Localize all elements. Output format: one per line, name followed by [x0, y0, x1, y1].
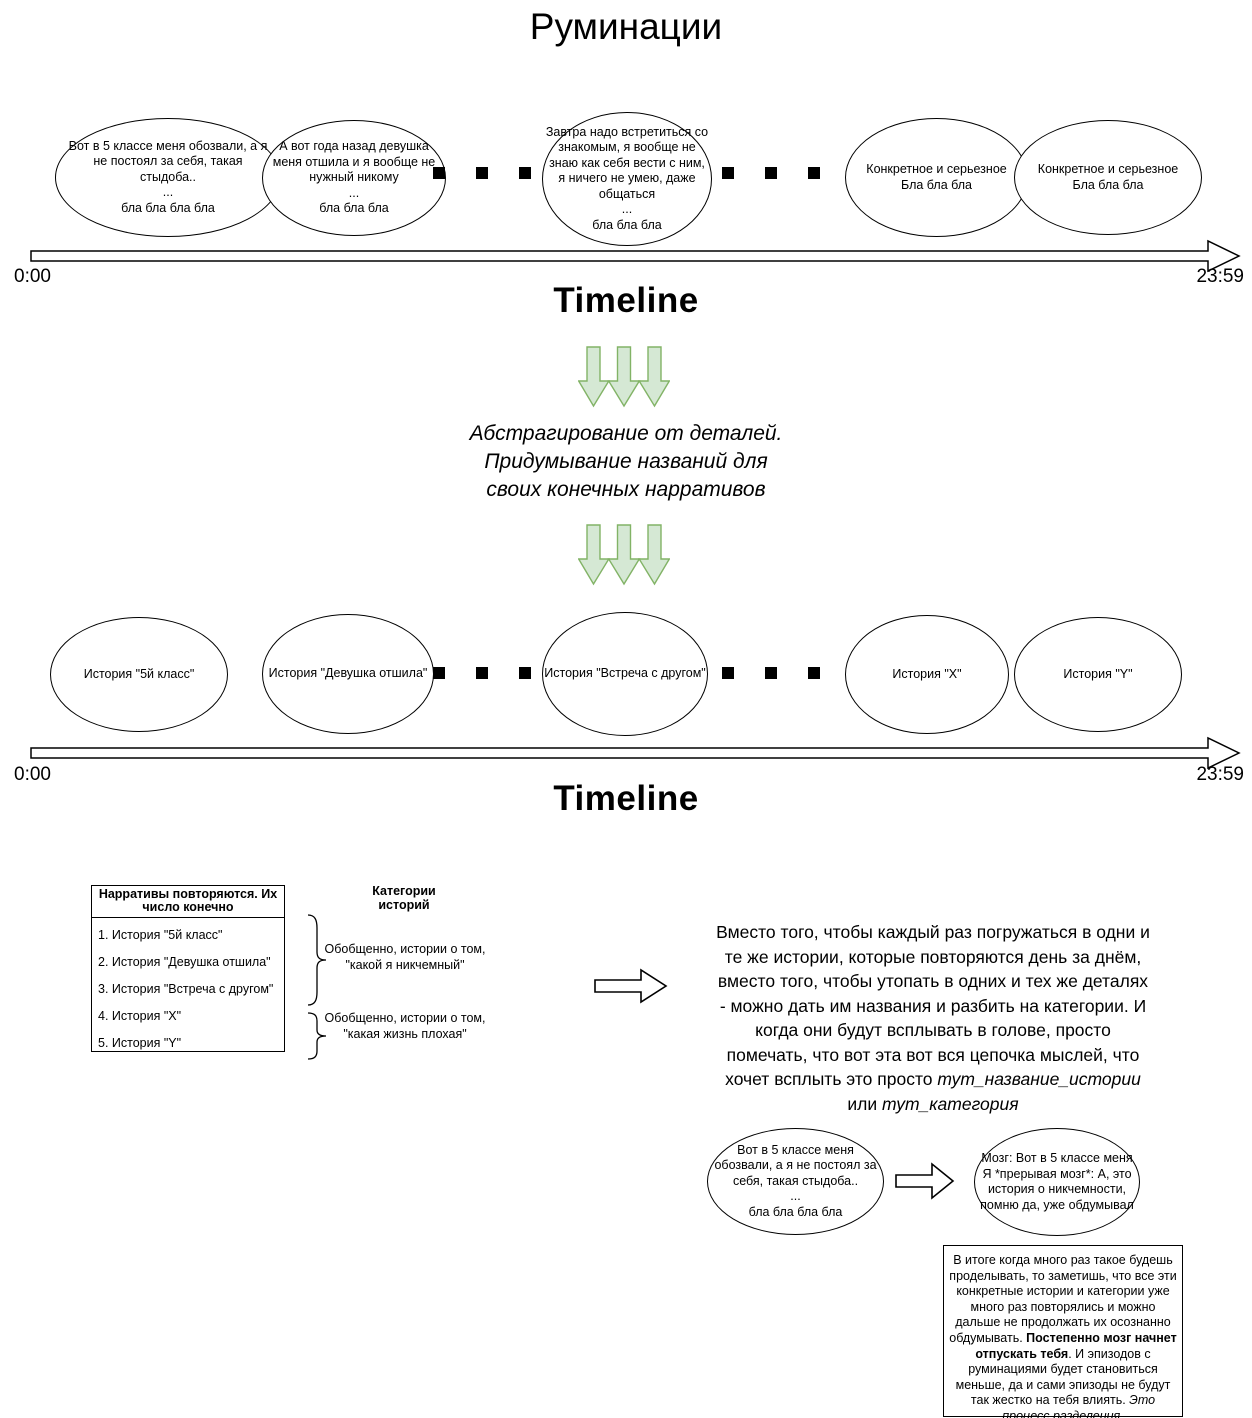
example-before-ellipse: Вот в 5 классе меня обозвали, а я не пос…	[707, 1128, 884, 1235]
timeline1-title: Timeline	[553, 281, 699, 320]
timeline2-title: Timeline	[553, 779, 699, 818]
result-italic-text: Это процесс разделения.	[1002, 1393, 1156, 1418]
dot-icon	[519, 667, 531, 679]
down-arrows-icon	[578, 346, 670, 408]
narrative-item-1: 1. История "5й класс"	[98, 928, 223, 942]
brace-group2-icon	[307, 1012, 327, 1060]
narrative-item-5: 5. История "Y"	[98, 1036, 182, 1050]
right-arrow-icon	[594, 968, 668, 1004]
thought-ellipse-1: Вот в 5 классе меня обозвали, а я не пос…	[55, 118, 281, 237]
explanation-category-placeholder: тут_категория	[882, 1093, 1019, 1114]
dot-icon	[519, 167, 531, 179]
right-arrow-icon	[895, 1162, 955, 1200]
explanation-story-placeholder: тут_название_истории	[937, 1069, 1141, 1089]
story-ellipse-1: История "5й класс"	[50, 617, 228, 732]
category-group2-label: Обобщенно, истории о том, "какая жизнь п…	[324, 1011, 486, 1041]
explanation-text: Вместо того, чтобы каждый раз погружатьс…	[716, 922, 1150, 1089]
explanation-paragraph: Вместо того, чтобы каждый раз погружатьс…	[713, 920, 1153, 1116]
story-ellipse-5: История "Y"	[1014, 617, 1182, 732]
timeline1-start-label: 0:00	[14, 266, 51, 287]
explanation-text: или	[847, 1093, 883, 1114]
result-box: В итоге когда много раз такое будешь про…	[943, 1245, 1183, 1418]
narratives-box: Нарративы повторяются. Их число конечно …	[91, 885, 285, 1052]
dot-icon	[433, 667, 445, 679]
dot-icon	[722, 667, 734, 679]
timeline-arrow-1	[30, 239, 1241, 273]
category-group1-label: Обобщенно, истории о том, "какой я никче…	[324, 942, 486, 972]
dot-icon	[722, 167, 734, 179]
dot-icon	[433, 167, 445, 179]
dot-icon	[765, 167, 777, 179]
transition-note: Абстрагирование от деталей. Придумывание…	[469, 422, 783, 501]
story-ellipse-4: История "X"	[845, 615, 1009, 734]
dot-icon	[476, 167, 488, 179]
narratives-box-header: Нарративы повторяются. Их число конечно	[92, 886, 284, 918]
thought-ellipse-2: А вот года назад девушка меня отшила и я…	[262, 120, 446, 236]
separator-dots	[722, 667, 820, 679]
brace-group1-icon	[307, 914, 327, 1006]
dot-icon	[808, 167, 820, 179]
story-ellipse-3: История "Встреча с другом"	[542, 612, 708, 736]
timeline2-start-label: 0:00	[14, 764, 51, 785]
result-text: В итоге когда много раз такое будешь про…	[949, 1253, 1177, 1345]
thought-ellipse-3: Завтра надо встретиться со знакомым, я в…	[542, 112, 712, 246]
timeline-arrow-2	[30, 736, 1241, 770]
result-bold-text: Постепенно мозг начнет отпускать тебя	[975, 1330, 1177, 1361]
separator-dots	[722, 167, 820, 179]
separator-dots	[433, 667, 531, 679]
thought-ellipse-4: Конкретное и серьезное Бла бла бла	[845, 118, 1028, 237]
page-title: Руминации	[529, 6, 723, 47]
example-after-ellipse: Мозг: Вот в 5 классе меня Я *прерывая мо…	[974, 1128, 1140, 1236]
down-arrows-icon	[578, 524, 670, 586]
result-text: . И эпизодов с руминациями будет станови…	[955, 1346, 1171, 1408]
timeline1-end-label: 23:59	[1196, 266, 1244, 287]
narrative-item-3: 3. История "Встреча с другом"	[98, 982, 274, 996]
narrative-item-4: 4. История "X"	[98, 1009, 182, 1023]
thought-ellipse-5: Конкретное и серьезное Бла бла бла	[1014, 120, 1202, 235]
separator-dots	[433, 167, 531, 179]
dot-icon	[476, 667, 488, 679]
categories-header: Категории историй	[372, 884, 436, 912]
dot-icon	[808, 667, 820, 679]
timeline2-end-label: 23:59	[1196, 764, 1244, 785]
dot-icon	[765, 667, 777, 679]
story-ellipse-2: История "Девушка отшила"	[262, 614, 434, 734]
narrative-item-2: 2. История "Девушка отшила"	[98, 955, 271, 969]
